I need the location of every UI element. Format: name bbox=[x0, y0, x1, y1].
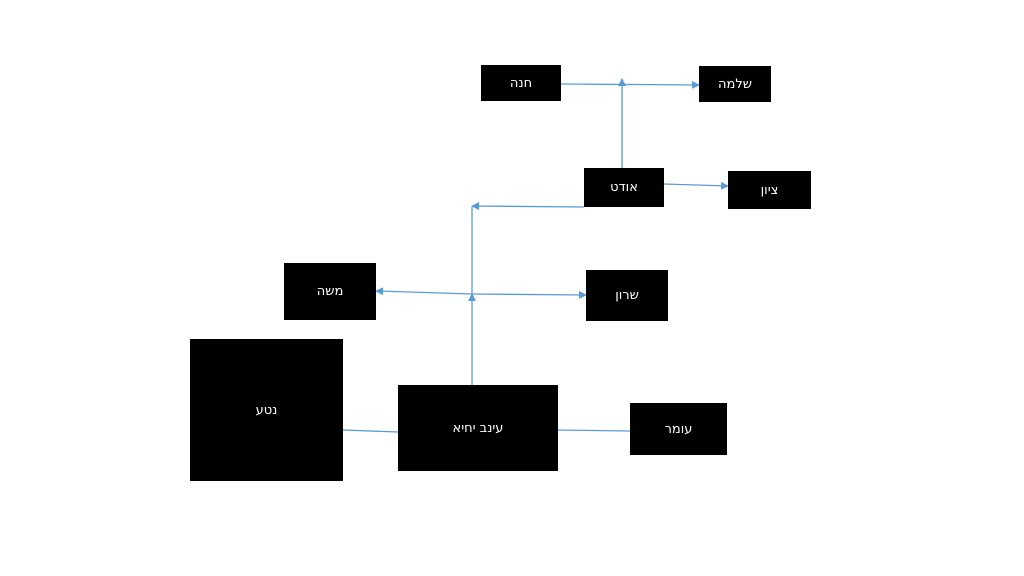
node-label: שרון bbox=[615, 288, 639, 303]
node-shlomo: שלמה bbox=[699, 66, 771, 102]
arrow-odet-left bbox=[471, 202, 585, 211]
node-neta: נטע bbox=[190, 339, 343, 481]
node-label: ציון bbox=[760, 182, 779, 198]
node-hana: חנה bbox=[481, 65, 561, 101]
node-label: חנה bbox=[509, 75, 533, 91]
node-label: עינב יחיא bbox=[452, 420, 504, 436]
node-label: משה bbox=[316, 284, 344, 299]
node-label: עומר bbox=[664, 421, 693, 437]
arrow-odet-zion bbox=[663, 181, 729, 190]
node-odet: אודט bbox=[584, 168, 664, 207]
node-sharon: שרון bbox=[586, 270, 668, 321]
node-zion: ציון bbox=[728, 171, 811, 209]
arrow-to-sharon bbox=[471, 290, 587, 299]
node-label: אודט bbox=[610, 180, 638, 195]
connector-inbar-omer bbox=[557, 429, 631, 432]
node-omer: עומר bbox=[630, 403, 727, 455]
arrow-hana-shlomo bbox=[560, 80, 700, 89]
arrow-to-moshe bbox=[375, 287, 473, 296]
node-label: שלמה bbox=[718, 76, 752, 92]
node-label: נטע bbox=[255, 402, 278, 418]
connector-neta-inbar bbox=[342, 429, 399, 433]
node-inbar: עינב יחיא bbox=[398, 385, 558, 471]
node-moshe: משה bbox=[284, 263, 376, 320]
